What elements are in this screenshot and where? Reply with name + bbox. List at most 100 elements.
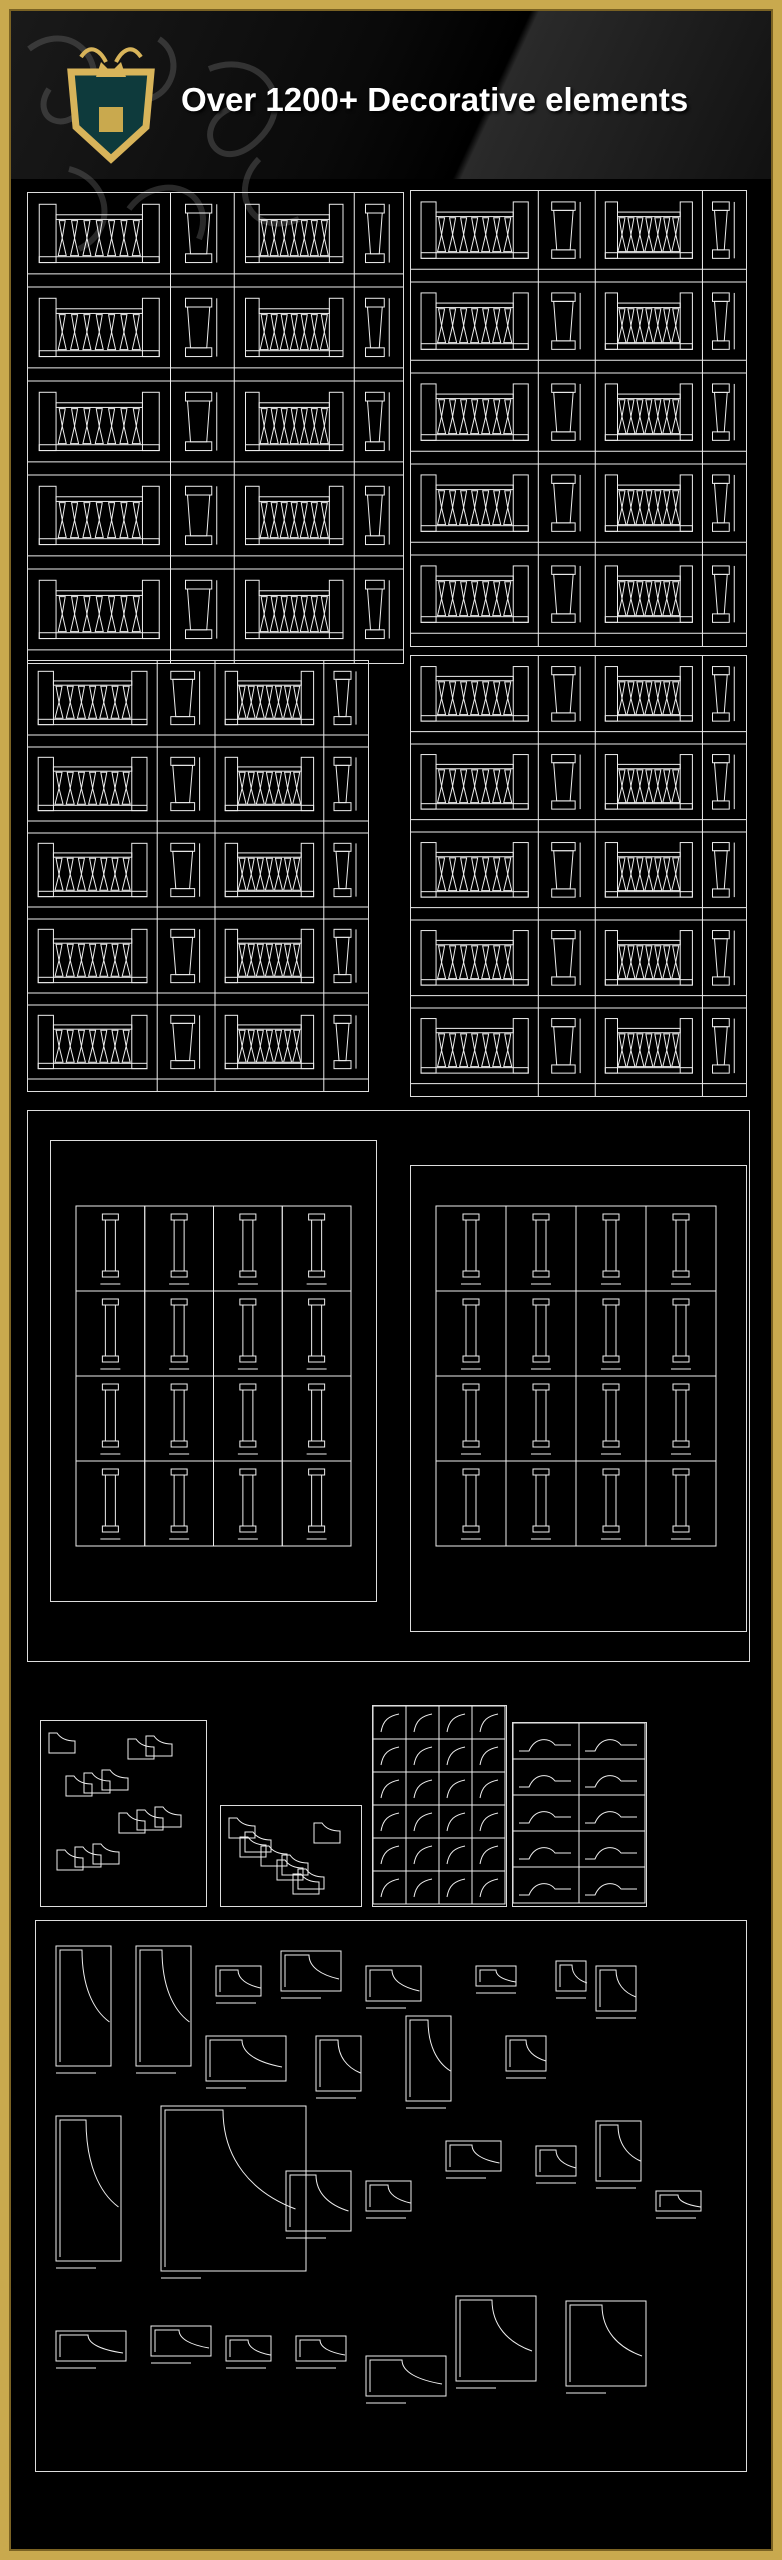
balustrade-drawing [38,391,160,452]
molding-profile-drawing [505,2035,547,2072]
balustrade-drawing [604,666,693,722]
molding-profile-drawing [127,1738,155,1760]
baluster-post-drawing [551,754,581,810]
molding-profile-drawing [535,2145,577,2177]
baluster-post-drawing [365,485,390,546]
molding-profile-drawing [413,1845,433,1865]
baluster-post-drawing [712,1018,735,1074]
molding-profile-drawing [479,1845,499,1865]
baluster-post-drawing [170,928,201,984]
balustrade-drawing [37,842,148,898]
baluster-post-drawing [185,579,218,640]
column-drawing [239,1298,257,1363]
baluster-post-drawing [170,1014,201,1070]
balustrade-drawing [604,930,693,986]
molding-profile-drawing [150,2325,212,2357]
balustrade-drawing [420,201,529,259]
molding-profile-drawing [160,2105,307,2272]
balustrade-drawing [420,1018,529,1074]
molding-profile-drawing [225,2335,272,2362]
column-drawing [602,1468,620,1533]
baluster-post-drawing [551,383,581,441]
baluster-post-drawing [712,292,735,350]
column-drawing [101,1468,119,1533]
column-sheet-1 [50,1140,377,1602]
molding-profile-drawing [455,2295,537,2382]
molding-profile-drawing [365,2355,447,2397]
column-drawing [101,1213,119,1278]
molding-profile-drawing [380,1779,400,1799]
molding-profile-drawing [380,1878,400,1898]
molding-profile-drawing [205,2035,287,2082]
balustrade-drawing [604,754,693,810]
balustrade-drawing [604,474,693,532]
balustrade-drawing [37,756,148,812]
molding-profile-drawing [244,1831,272,1853]
balustrade-drawing [224,670,315,726]
balustrade-drawing [245,391,344,452]
molding-profile-drawing [154,1806,182,1828]
molding-profile-drawing [479,1746,499,1766]
molding-profile-drawing [101,1769,129,1791]
molding-profile-drawing [260,1845,288,1867]
molding-profile-drawing [595,1965,637,2012]
molding-profile-drawing [92,1843,120,1865]
molding-profile-drawing [65,1775,93,1797]
molding-profile-drawing [215,1965,262,1997]
molding-profile-drawing [145,1735,173,1757]
baluster-post-drawing [551,474,581,532]
column-drawing [532,1298,550,1363]
balustrade-drawing [420,666,529,722]
molding-sheet-1 [40,1720,207,1907]
molding-profile-drawing [83,1772,111,1794]
baluster-post-drawing [365,297,390,358]
molding-profile-drawing [281,1854,309,1876]
balustrade-drawing [224,1014,315,1070]
baluster-post-drawing [712,565,735,623]
molding-profile-drawing [479,1779,499,1799]
balustrade-drawing [420,565,529,623]
balustrade-drawing [224,756,315,812]
balustrade-drawing [420,474,529,532]
baluster-post-drawing [365,391,390,452]
column-drawing [170,1298,188,1363]
balustrade-drawing [604,201,693,259]
balustrade-drawing [245,203,344,264]
column-drawing [532,1383,550,1448]
column-drawing [170,1468,188,1533]
baluster-post-drawing [185,203,218,264]
balustrade-drawing [38,579,160,640]
molding-profile-drawing [519,1847,571,1860]
molding-profile-drawing [413,1779,433,1799]
column-drawing [239,1383,257,1448]
column-drawing [308,1213,326,1278]
banner-title: Over 1200+ Decorative elements [181,81,689,118]
column-drawing [462,1383,480,1448]
column-section-frame [27,1110,750,1662]
baluster-post-drawing [333,756,357,812]
column-drawing [672,1213,690,1278]
column-drawing [308,1298,326,1363]
molding-profile-drawing [292,1873,320,1895]
column-sheet-2 [410,1165,747,1632]
baluster-post-drawing [365,203,390,264]
molding-profile-drawing [555,1960,588,1992]
balustrade-drawing [37,1014,148,1070]
molding-profile-drawing [519,1811,571,1824]
molding-profile-drawing [446,1878,466,1898]
balustrade-drawing [420,930,529,986]
balustrade-drawing [420,754,529,810]
molding-profile-drawing [519,1739,571,1752]
column-drawing [239,1468,257,1533]
molding-profile-drawing [55,2330,127,2362]
column-drawing [672,1383,690,1448]
column-drawing [239,1213,257,1278]
baluster-post-drawing [551,565,581,623]
column-drawing [602,1298,620,1363]
column-drawing [170,1383,188,1448]
baluster-post-drawing [712,842,735,898]
column-drawing [101,1383,119,1448]
molding-profile-drawing [365,2180,412,2212]
baluster-post-drawing [712,666,735,722]
